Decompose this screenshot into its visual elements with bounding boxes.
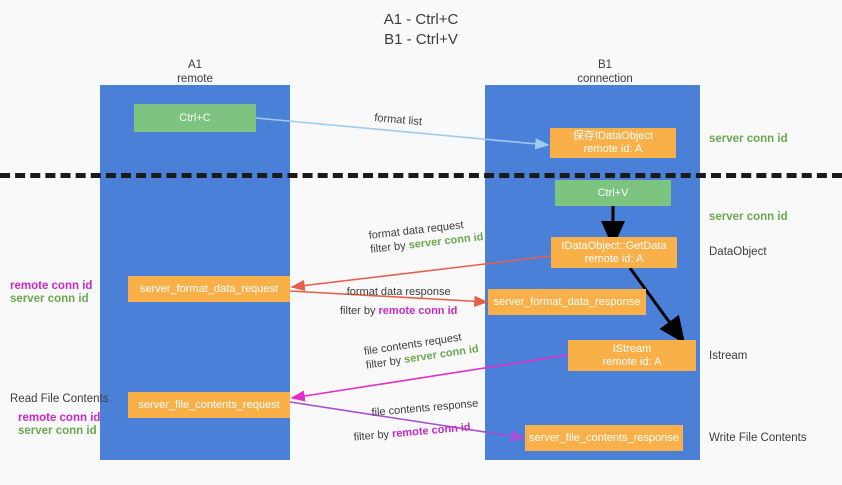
phase-divider (0, 173, 842, 178)
node-save-idataobject-line1: 保存IDataObject (572, 130, 654, 142)
left-label-remote-conn-id-1: remote conn id (10, 280, 93, 292)
edge-label-format-data-request-filter-prefix: filter by (369, 239, 410, 256)
edge-label-format-data-response-filter-prefix: filter by (340, 305, 379, 317)
edge-label-format-list: format list (374, 111, 423, 129)
column-header-a1-sub: remote (177, 73, 213, 85)
node-idataobject-getdata[interactable]: IDataObject::GetData remote id: A (551, 237, 677, 268)
node-save-idataobject-line2: remote id: A (583, 143, 643, 155)
left-label-server-conn-id-1: server conn id (10, 293, 89, 305)
node-server-file-contents-request-label: server_file_contents_request (138, 398, 280, 411)
node-idataobject-getdata-line1: IDataObject::GetData (561, 239, 667, 252)
left-label-read-file-contents: Read File Contents (10, 393, 109, 405)
node-ctrl-v[interactable]: Ctrl+V (555, 180, 671, 206)
node-idataobject-getdata-line2: remote id: A (584, 252, 644, 265)
node-server-format-data-response-label: server_format_data_response (493, 295, 641, 308)
node-ctrl-v-label: Ctrl+V (597, 186, 629, 199)
column-header-a1: A1 remote (115, 58, 275, 86)
title-line-1: A1 - Ctrl+C (383, 11, 459, 28)
edge-label-file-contents-request: file contents request filter by server c… (363, 328, 480, 373)
edge-label-format-data-response-line1: format data response (346, 286, 451, 298)
edge-label-format-data-response: format data response filter by remote co… (340, 285, 457, 318)
left-label-server-conn-id-2: server conn id (18, 425, 97, 437)
node-istream-line2: remote id: A (602, 355, 662, 368)
column-header-b1-sub: connection (577, 73, 633, 85)
edge-label-file-contents-response-line1: file contents response (371, 397, 479, 419)
node-server-file-contents-response[interactable]: server_file_contents_response (525, 425, 683, 451)
edge-label-file-contents-response-filter-prefix: filter by (353, 428, 393, 444)
edge-label-file-contents-response: file contents response filter by remote … (353, 397, 481, 444)
node-save-idataobject[interactable]: 保存IDataObject remote id: A (550, 128, 676, 158)
node-server-format-data-request-label: server_format_data_request (139, 282, 279, 295)
edge-label-format-data-response-filter-value: remote conn id (378, 305, 458, 317)
page-title: A1 - Ctrl+C B1 - Ctrl+V (0, 10, 842, 50)
node-istream-line1: IStream (612, 342, 652, 355)
right-label-server-conn-id-top: server conn id (709, 133, 788, 145)
edge-label-file-contents-response-line2: filter by remote conn id (353, 420, 481, 445)
node-server-format-data-request[interactable]: server_format_data_request (128, 276, 290, 302)
node-server-format-data-response[interactable]: server_format_data_response (488, 289, 646, 315)
node-server-file-contents-request[interactable]: server_file_contents_request (128, 392, 290, 418)
right-label-server-conn-id-mid: server conn id (709, 211, 788, 223)
node-server-file-contents-response-label: server_file_contents_response (529, 431, 679, 444)
right-label-write-file-contents: Write File Contents (709, 432, 807, 444)
edge-label-file-contents-response-filter-value: remote conn id (391, 421, 472, 441)
column-header-b1-name: B1 (597, 59, 613, 71)
column-header-b1: B1 connection (525, 58, 685, 86)
edge-label-format-list-text: format list (373, 111, 423, 129)
right-label-dataobject: DataObject (709, 246, 767, 258)
node-ctrl-c-label: Ctrl+C (179, 111, 211, 124)
node-ctrl-c[interactable]: Ctrl+C (134, 104, 256, 132)
column-header-a1-name: A1 (187, 59, 203, 71)
title-line-2: B1 - Ctrl+V (384, 31, 458, 48)
node-istream[interactable]: IStream remote id: A (568, 340, 696, 371)
edge-label-format-data-response-line2: filter by remote conn id (340, 304, 457, 318)
right-label-istream: Istream (709, 350, 748, 362)
edge-label-format-data-request: format data request filter by server con… (368, 216, 484, 257)
left-label-remote-conn-id-2: remote conn id (18, 412, 101, 424)
